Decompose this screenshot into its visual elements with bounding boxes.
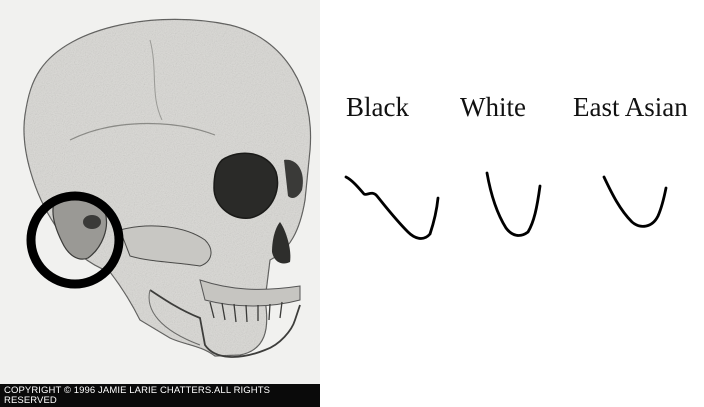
label-black: Black: [346, 92, 409, 123]
skull-drawing: [0, 0, 320, 384]
label-white: White: [460, 92, 526, 123]
skull-illustration: COPYRIGHT © 1996 JAMIE LARIE CHATTERS.AL…: [0, 0, 320, 407]
curve-east-asian: [604, 177, 666, 226]
eye-orbit: [214, 153, 278, 218]
label-east-asian: East Asian: [573, 92, 688, 123]
copyright-notice: COPYRIGHT © 1996 JAMIE LARIE CHATTERS.AL…: [0, 384, 320, 407]
mastoid-curves: [330, 160, 700, 260]
curve-white: [487, 173, 540, 235]
curve-black: [346, 177, 438, 238]
